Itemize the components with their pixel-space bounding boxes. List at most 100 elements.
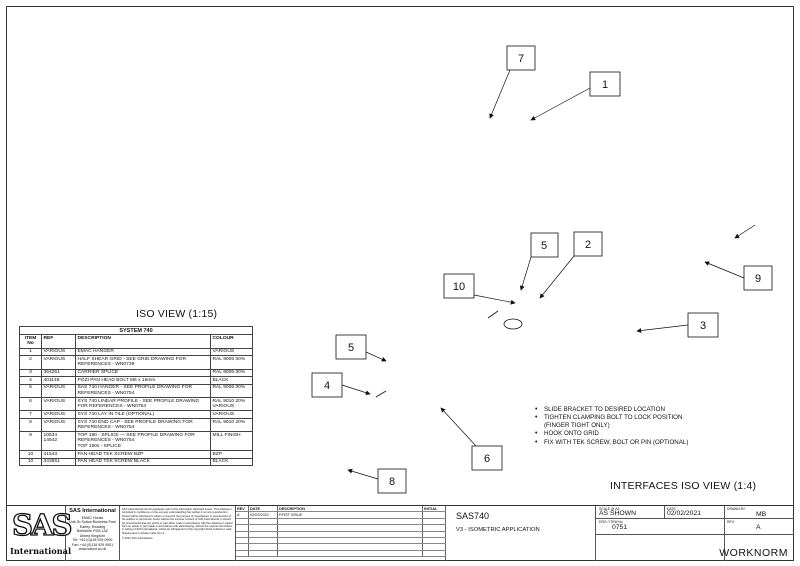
drawing-code: SAS740 [456,511,490,521]
note-item: TIGHTEN CLAMPING BOLT TO LOCK POSITION (… [535,414,694,429]
bom-item-no: 1 [19,347,42,357]
leader-line [734,224,756,239]
title-block: SAS International SAS International EMAC… [6,505,794,561]
bom-row: 2 VARIOUS HALF SHEAR GRID - SEE GRID DRA… [19,355,253,370]
bom-row: 3 364251 CARRIER SPLICE RAL 9006 30% [19,368,253,378]
rev-header: DATE [248,506,278,513]
svg-text:7: 7 [518,53,524,65]
bom-colour: RAL 9006 30% [210,368,253,378]
bom-ref: 443651 [41,457,76,467]
revision-table: REV DATE DESCRIPTION INITIAL A 02/02/202… [236,506,446,561]
svg-text:5: 5 [348,342,354,354]
drawing-info-cell: SCALE @ A3 AS SHOWN DATE 02/02/2021 DRAW… [596,506,794,561]
bom-colour: RAL 9010 20%VARIOUS [210,397,253,412]
bom-description: PAN HEAD TEK SCREW BLACK [75,457,211,467]
bom-item-no: 6 [19,397,42,412]
bom-description: TOP 180 - SPLICE — SEE PROFILE DRAWING F… [75,431,211,452]
callout-3: 3 [636,312,719,338]
company-logo: SAS International [10,507,73,556]
callout-1: 1 [530,71,621,121]
installation-notes: SLIDE BRACKET TO DESIRED LOCATION TIGHTE… [532,406,694,448]
rev-initial [422,511,446,519]
bom-description: EMAC HANGER [75,347,211,357]
bom-ref: VARIOUS [41,383,76,399]
logo-wordmark: International [10,546,72,556]
note-item: SLIDE BRACKET TO DESIRED LOCATION [535,406,694,415]
address-line: Tel: +44 (0)118 929 0900 [72,538,113,543]
date-label: DATE [667,507,676,511]
svg-text:5: 5 [541,240,547,252]
revision-label: REV [727,520,734,524]
disclaimer: SAS International cannot guarantee right… [120,506,236,561]
bom-ref: 41543 [41,450,76,459]
scale-value: AS SHOWN [599,510,637,517]
bom-colour: BLACK [210,457,253,467]
rev-header: INITIAL [422,506,446,513]
bom-colour: BZP [210,450,253,459]
callout-7: 7 [489,45,536,119]
copyright-text: © 2021 SAS International [122,537,153,540]
note-item: HOOK ONTO GRID [535,430,694,439]
bom-ref: 364251 [41,368,76,378]
svg-text:10: 10 [453,281,465,293]
callout-10: 10 [443,273,516,305]
bom-ref-a: 10534 [43,432,58,438]
iso-view-title: ISO VIEW (1:15) [136,308,218,320]
bom-description: CARRIER SPLICE [75,368,211,378]
svg-text:4: 4 [324,380,330,392]
bom-row: 6 VARIOUS SYS 740 LINEAR PROFILE - SEE P… [19,397,253,412]
callout-2: 2 [539,231,603,299]
bom-colour: RAL 9006 30% [210,383,253,399]
bom-item-no: 3 [19,368,42,378]
rev-description: FIRST ISSUE [277,511,423,519]
bom-colour: RAL 9006 30% [210,355,253,370]
bom-ref-b: 14542 [43,438,58,444]
part-sketch [375,390,387,398]
bom-header-colour: COLOUR [210,334,253,349]
svg-text:2: 2 [585,239,591,251]
drawn-by-label: DRAWN BY [727,507,746,511]
bom-item-no: 9 [19,431,42,452]
address-line: Fax: +44 (0)118 929 0901 [71,542,114,547]
callout-5-iso: 5 [335,334,387,362]
bom-caption: SYSTEM 740 [19,325,253,336]
bom-ref: VARIOUS [41,397,76,412]
bom-ref: 401148 [41,376,76,385]
bom-header-description: DESCRIPTION [75,334,211,349]
bom-row: 10 443651 PAN HEAD TEK SCREW BLACK BLACK [19,457,253,467]
callout-9: 9 [704,261,773,291]
rev-header: DESCRIPTION [277,506,423,513]
bom-row: 4 401148 POZI PAN HEAD BOLT M6 x 16mm BL… [19,376,253,385]
bom-row: 8 VARIOUS SYS 740 END CAP - SEE PROFILE … [19,417,253,433]
bom-description: SAS 740 HANGER - SEE PROFILE DRAWING FOR… [75,383,211,399]
bom-description-b: TOP 180s - SPLICE [77,444,122,450]
bom-item-no: 10 [19,457,42,467]
drawing-title-cell: SAS740 V3 - ISOMETRIC APPLICATION [446,506,596,561]
bom-colour: VARIOUS [210,410,253,419]
bom-header-ref: REF [41,334,76,349]
drawn-by-value: MB [756,511,767,518]
drawing-number-label: DRG / ITEM No [599,520,623,524]
bom-colour-secondary: VARIOUS [212,404,235,410]
bom-row: 5 VARIOUS SAS 740 HANGER - SEE PROFILE D… [19,383,253,399]
bom-row: 7 VARIOUS SYS 740 LAY IN TILE (OPTIONAL)… [19,410,253,419]
bom-row: 10 41543 PAN HEAD TEK SCREW BZP BZP [19,450,253,459]
bom-item-no: 4 [19,376,42,385]
bom-colour: MILL FINISH [210,431,253,452]
address-line: Earley, Reading [79,524,106,529]
address-line: United Kingdom [79,533,106,538]
svg-text:3: 3 [700,320,706,332]
clip-sketch [487,310,523,330]
bom-colour: VARIOUS [210,347,253,357]
bom-colour: RAL 9010 20% [210,417,253,433]
bom-item-no: 7 [19,410,42,419]
svg-text:1: 1 [602,79,608,91]
revision-value: A [756,524,761,531]
bom-description-note: SEE PROFILE DRAWING FOR REFERENCES - WN0… [77,432,195,444]
bom-ref: VARIOUS [41,410,76,419]
callout-5-interfaces: 5 [519,232,559,291]
bom-ref: VARIOUS [41,417,76,433]
